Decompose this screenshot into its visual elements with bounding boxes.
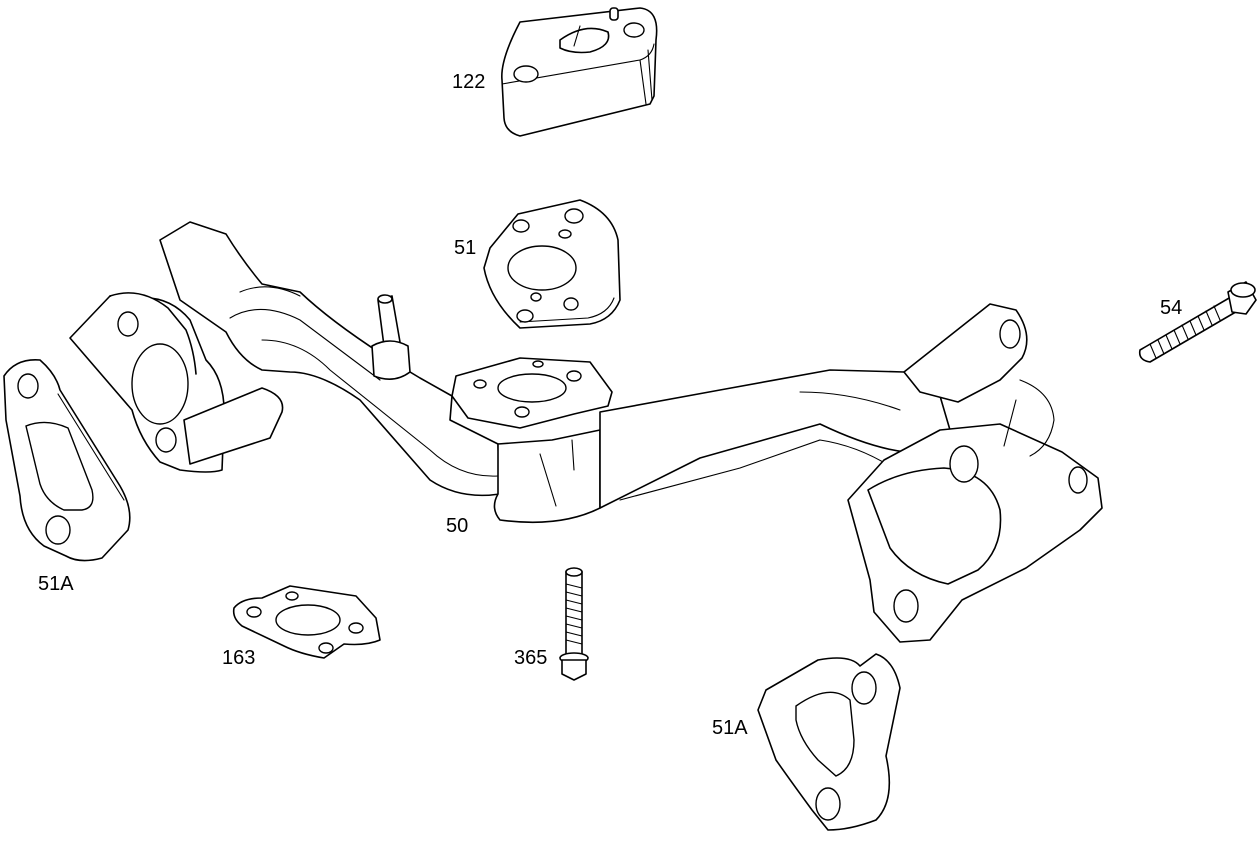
callout-51a-right: 51A: [712, 717, 748, 739]
callout-365: 365: [514, 647, 547, 669]
part-manifold-50[interactable]: [69, 221, 1103, 643]
callout-50: 50: [446, 515, 468, 537]
part-bolt-365[interactable]: [559, 567, 589, 681]
callout-51a-left: 51A: [38, 573, 74, 595]
part-bolt-54[interactable]: [1138, 281, 1257, 363]
part-spacer-122[interactable]: [501, 7, 658, 137]
callout-163: 163: [222, 647, 255, 669]
callout-51: 51: [454, 237, 476, 259]
part-gasket-51[interactable]: [483, 199, 621, 329]
part-gasket-51a-right[interactable]: [757, 653, 901, 831]
callout-122: 122: [452, 71, 485, 93]
part-gasket-51a-left[interactable]: [3, 359, 131, 562]
callout-54: 54: [1160, 297, 1182, 319]
part-gasket-163[interactable]: [232, 585, 381, 659]
